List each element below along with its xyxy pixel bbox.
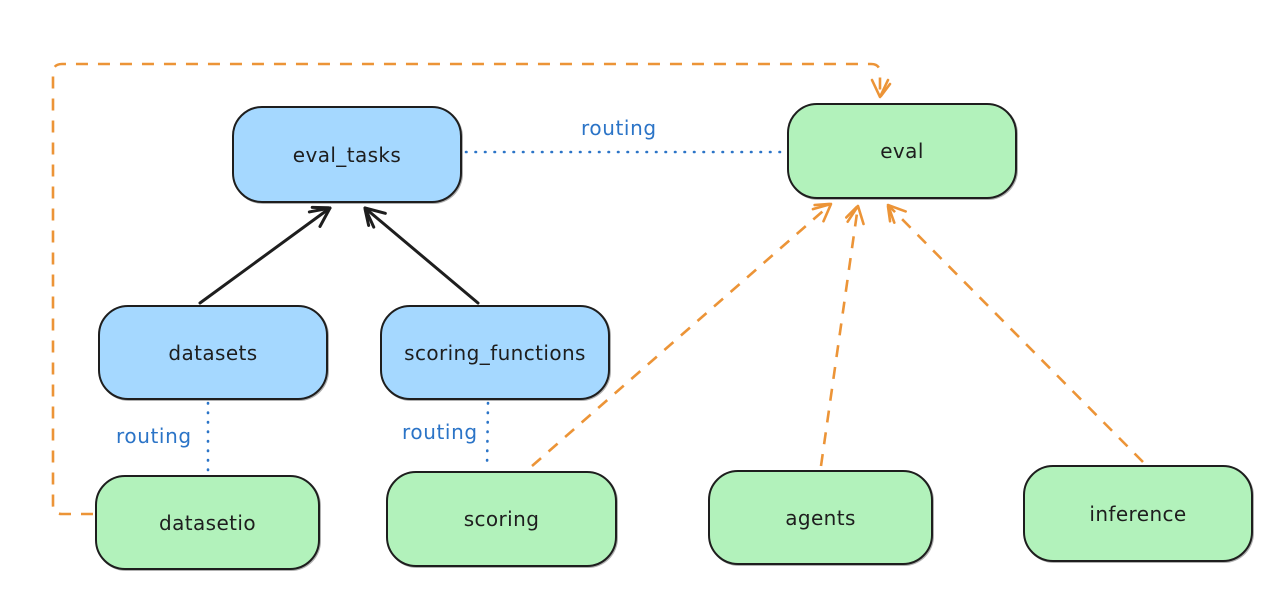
node-eval-label: eval [880,139,924,163]
node-datasetio-label: datasetio [158,510,256,535]
node-inference-label: inference [1089,501,1187,526]
edge-agents-to-eval [819,204,865,467]
node-eval-tasks-label: eval_tasks [292,142,402,167]
node-scoring-label: scoring [463,507,540,531]
edge-label-routing-scoring-functions-scoring: routing [402,420,478,444]
node-eval-tasks: eval_tasks [232,106,462,203]
edge-label-routing-datasets-datasetio: routing [116,424,192,448]
edge-inference-to-eval [886,203,1144,463]
edge-label-routing-eval-tasks-eval: routing [581,116,657,140]
node-datasets-label: datasets [168,340,258,365]
node-agents: agents [708,470,933,565]
node-datasets: datasets [98,305,328,400]
node-datasetio: datasetio [95,475,320,570]
node-inference: inference [1023,465,1253,562]
edge-datasets-to-eval-tasks [198,205,332,305]
edge-scoring-functions-to-scoring-routing [485,401,490,470]
node-eval: eval [787,103,1017,199]
node-scoring-functions: scoring_functions [380,305,610,400]
node-agents-label: agents [785,505,856,530]
edge-scoring-functions-to-eval-tasks [363,206,480,305]
node-scoring-functions-label: scoring_functions [404,340,586,365]
node-scoring: scoring [386,471,617,567]
